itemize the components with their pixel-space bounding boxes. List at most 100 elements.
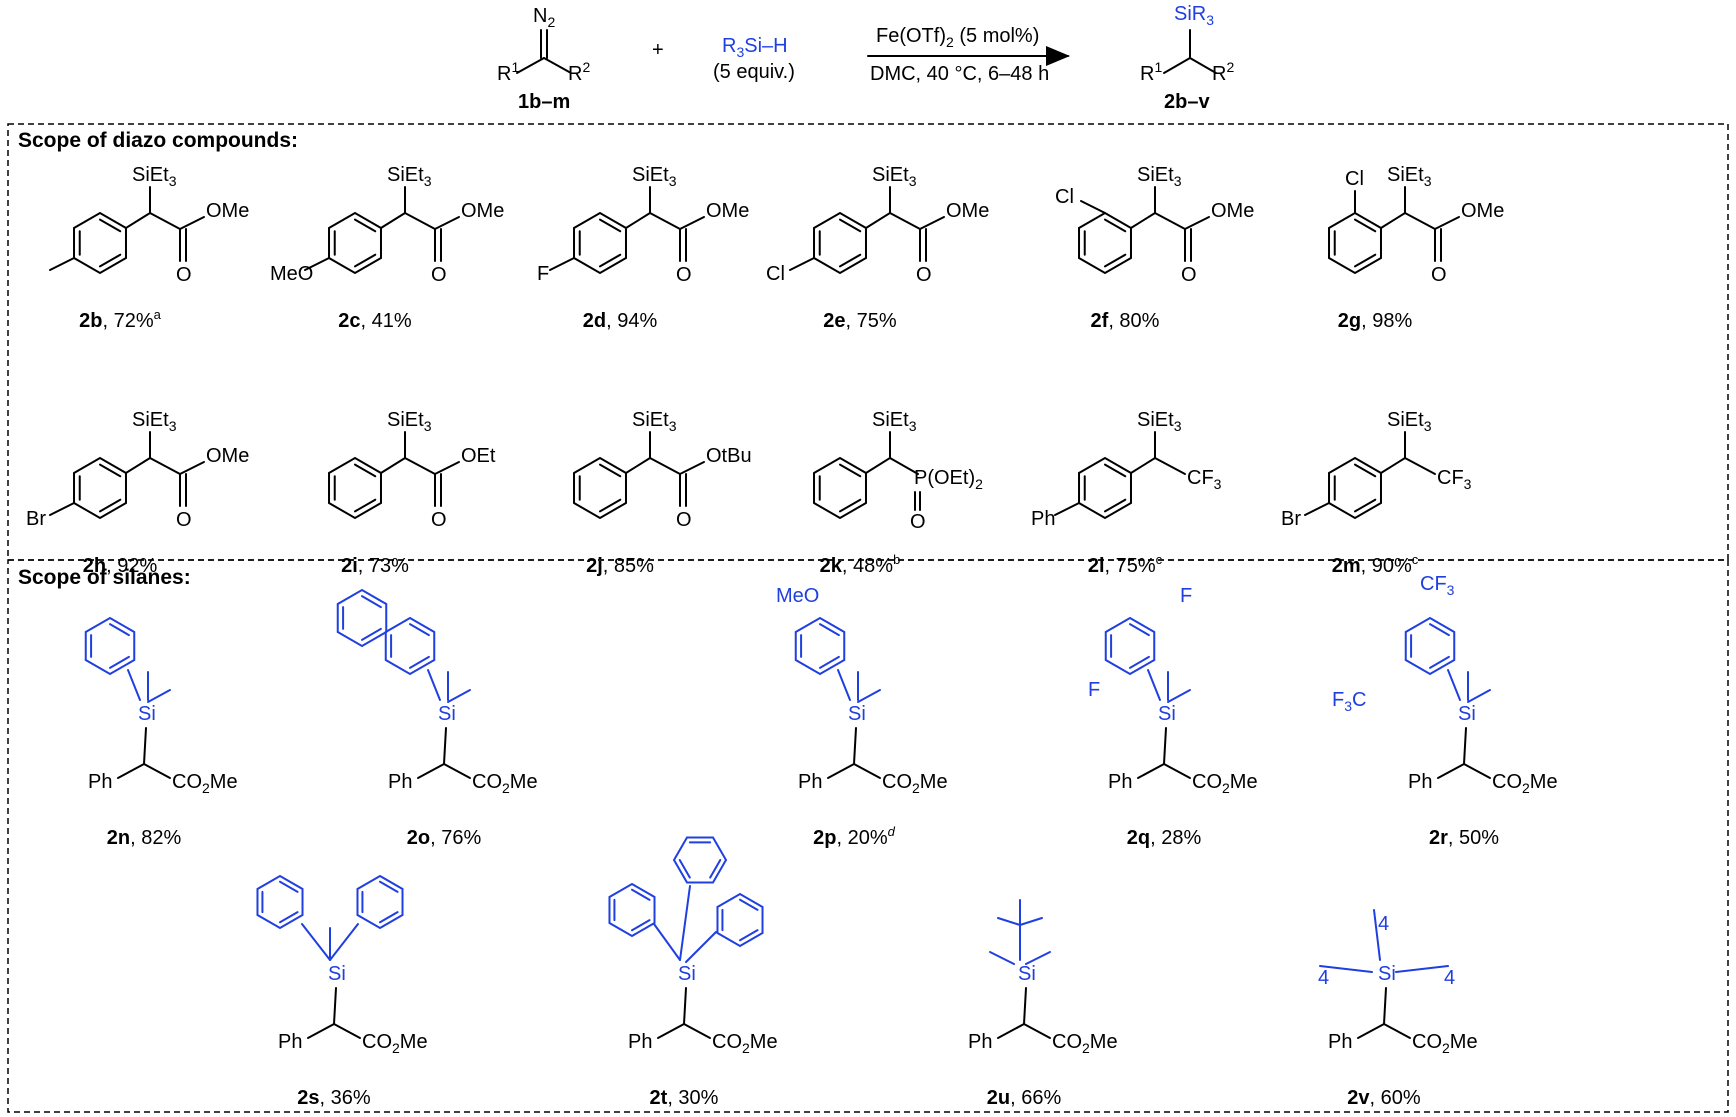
silyl-label-2e: SiEt3	[872, 164, 917, 189]
substituent-2e: Cl	[766, 263, 785, 285]
si-label-2o: Si	[438, 703, 456, 725]
compound-caption-2m: 2m, 90%c	[1332, 552, 1419, 577]
ester-label-2e: OMe	[946, 200, 989, 222]
compound-caption-2r: 2r, 50%	[1429, 827, 1499, 849]
reactant1-id: 1b–m	[518, 91, 570, 113]
si-label-2p: Si	[848, 703, 866, 725]
ph-label-2v: Ph	[1328, 1031, 1352, 1053]
compound-caption-2h: 2h, 92%	[83, 555, 158, 577]
svg-text:4: 4	[1378, 913, 1389, 935]
silane-scope-box	[7, 559, 1729, 1113]
compound-caption-2p: 2p, 20%d	[813, 824, 896, 849]
compound-caption-2f: 2f, 80%	[1091, 310, 1160, 332]
ester-label-2v: CO2Me	[1412, 1031, 1478, 1056]
substituent-f2-2q: F	[1088, 679, 1100, 701]
compound-caption-2j: 2j, 85%	[586, 555, 654, 577]
diazo-scope-box	[7, 123, 1729, 561]
solvent-label: DMC, 40 °C, 6–48 h	[870, 63, 1049, 85]
silane-formula: R3Si–H	[722, 35, 788, 60]
oxo-label-2k: O	[910, 511, 926, 533]
compound-caption-2b: 2b, 72%a	[79, 307, 162, 332]
compound-caption-2o: 2o, 76%	[407, 827, 482, 849]
ph-label-2n: Ph	[88, 771, 112, 793]
si-label-2v: Si	[1378, 963, 1396, 985]
compound-caption-2u: 2u, 66%	[987, 1087, 1062, 1109]
si-label-2n: Si	[138, 703, 156, 725]
compound-caption-2q: 2q, 28%	[1127, 827, 1202, 849]
silane-section-title: Scope of silanes:	[18, 566, 191, 589]
product-general: SiR3 R1 R2 2b–v	[1140, 3, 1234, 113]
substituent-2p: MeO	[776, 585, 819, 607]
silyl-label-2m: SiEt3	[1387, 409, 1432, 434]
n2-label: N2	[533, 5, 555, 30]
compound-caption-2s: 2s, 36%	[297, 1087, 371, 1109]
ph-label-2s: Ph	[278, 1031, 302, 1053]
r2-label: R2	[568, 59, 590, 85]
ph-label-2r: Ph	[1408, 771, 1432, 793]
substituent-2d: F	[537, 263, 549, 285]
ester-label-2r: CO2Me	[1492, 771, 1558, 796]
ester-label-2g: OMe	[1461, 200, 1504, 222]
silyl-label-2k: SiEt3	[872, 409, 917, 434]
compound-caption-2e: 2e, 75%	[823, 310, 897, 332]
compound-caption-2i: 2i, 73%	[341, 555, 409, 577]
silyl-label-2f: SiEt3	[1137, 164, 1182, 189]
p-r1-label: R1	[1140, 59, 1162, 85]
carbonyl-o-2d: O	[676, 264, 692, 286]
diazo-section-title: Scope of diazo compounds:	[18, 129, 298, 152]
compound-caption-2n: 2n, 82%	[107, 827, 182, 849]
silyl-label-2l: SiEt3	[1137, 409, 1182, 434]
ester-label-2n: CO2Me	[172, 771, 238, 796]
compound-caption-2d: 2d, 94%	[583, 310, 658, 332]
product-id: 2b–v	[1164, 91, 1210, 113]
si-label-2q: Si	[1158, 703, 1176, 725]
substituent-2m: Br	[1281, 508, 1301, 530]
plus-sign: +	[652, 39, 664, 61]
diazo-reactant: N2 R1 R2 1b–m	[497, 5, 590, 113]
silane-equiv: (5 equiv.)	[713, 61, 795, 83]
ester-label-2k: P(OEt)2	[914, 467, 983, 492]
ph-label-2u: Ph	[968, 1031, 992, 1053]
ester-label-2q: CO2Me	[1192, 771, 1258, 796]
carbonyl-o-2f: O	[1181, 264, 1197, 286]
silyl-label-2c: SiEt3	[387, 164, 432, 189]
substituent-cf3a-2r: CF3	[1420, 573, 1455, 598]
si-label-2u: Si	[1018, 963, 1036, 985]
silyl-label-2h: SiEt3	[132, 409, 177, 434]
ester-label-2s: CO2Me	[362, 1031, 428, 1056]
conditions: Fe(OTf)2 (5 mol%) DMC, 40 °C, 6–48 h	[867, 25, 1070, 85]
carbonyl-o-2e: O	[916, 264, 932, 286]
carbonyl-o-2j: O	[676, 509, 692, 531]
ester-label-2b: OMe	[206, 200, 249, 222]
ester-label-2j: OtBu	[706, 445, 752, 467]
compound-caption-2t: 2t, 30%	[650, 1087, 719, 1109]
ester-label-2f: OMe	[1211, 200, 1254, 222]
compound-caption-2l: 2l, 75%c	[1088, 552, 1163, 577]
ester-label-2l: CF3	[1187, 467, 1222, 492]
si-label-2t: Si	[678, 963, 696, 985]
svg-text:4: 4	[1444, 967, 1455, 989]
compound-caption-2k: 2k, 48%b	[820, 552, 901, 577]
si-label-2r: Si	[1458, 703, 1476, 725]
substituent-f1-2q: F	[1180, 585, 1192, 607]
compound-caption-2v: 2v, 60%	[1347, 1087, 1421, 1109]
substituent-2f: Cl	[1055, 186, 1074, 208]
